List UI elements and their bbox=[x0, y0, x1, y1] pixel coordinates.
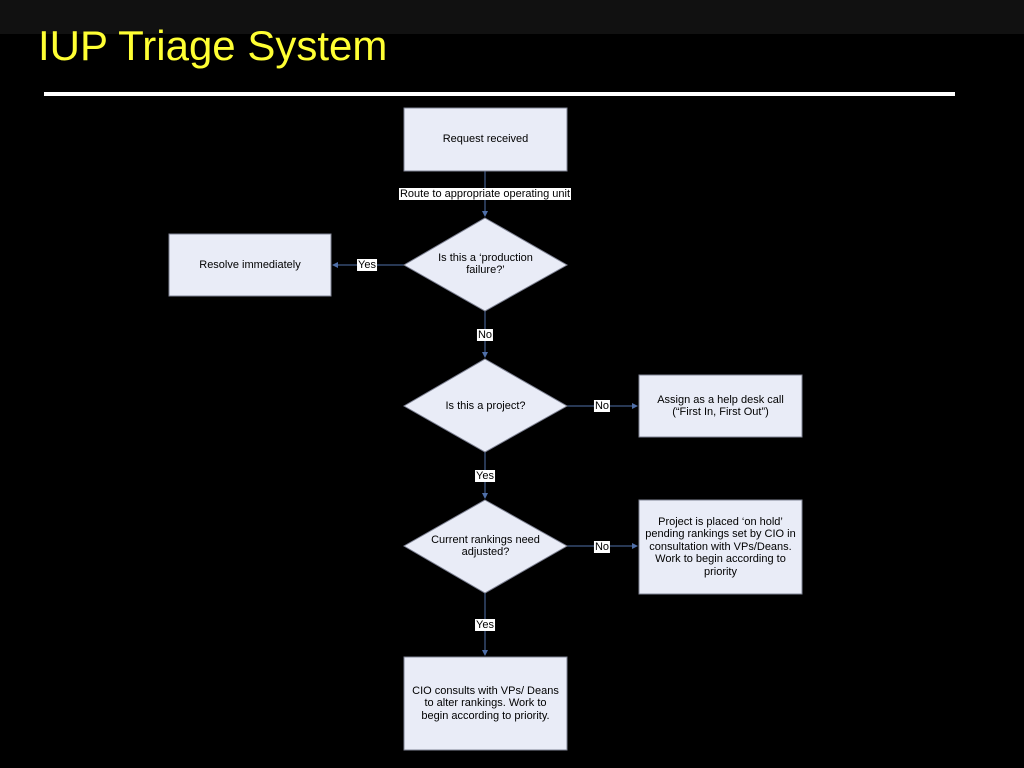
production-no-edge-label: No bbox=[476, 329, 494, 341]
request-received-box bbox=[403, 107, 568, 172]
resolve-immediately-label: Resolve immediately bbox=[199, 258, 301, 271]
resolve-immediately-box bbox=[168, 233, 332, 297]
slide-title: IUP Triage System bbox=[38, 22, 388, 69]
rankings-no-edge-label: No bbox=[593, 541, 611, 553]
production-yes-edge-label: Yes bbox=[357, 259, 377, 271]
production-failure-decision bbox=[402, 217, 569, 312]
slide-top-band bbox=[0, 0, 1024, 34]
help-desk-call-box bbox=[638, 374, 803, 438]
on-hold-box bbox=[638, 499, 803, 595]
help-desk-call-label: Assign as a help desk call (“First In, F… bbox=[657, 393, 784, 419]
request-received-label: Request received bbox=[442, 133, 529, 146]
on-hold-label: Project is placed ‘on hold’ pending rank… bbox=[645, 515, 796, 578]
cio-consults-box bbox=[403, 656, 568, 751]
rankings-question-label: Current rankings need adjusted? bbox=[431, 533, 540, 559]
project-decision bbox=[402, 358, 569, 453]
project-yes-edge-label: Yes bbox=[475, 470, 495, 482]
title-underline-rule bbox=[44, 92, 955, 96]
cio-consults-label: CIO consults with VPs/ Deans to alter ra… bbox=[412, 684, 559, 722]
rankings-decision bbox=[402, 499, 569, 594]
project-question-label: Is this a project? bbox=[445, 399, 526, 412]
project-no-edge-label: No bbox=[593, 400, 611, 412]
production-failure-question-label: Is this a ‘production failure?’ bbox=[438, 251, 533, 277]
route-edge-label: Route to appropriate operating unit bbox=[398, 188, 572, 200]
rankings-yes-edge-label: Yes bbox=[475, 619, 495, 631]
